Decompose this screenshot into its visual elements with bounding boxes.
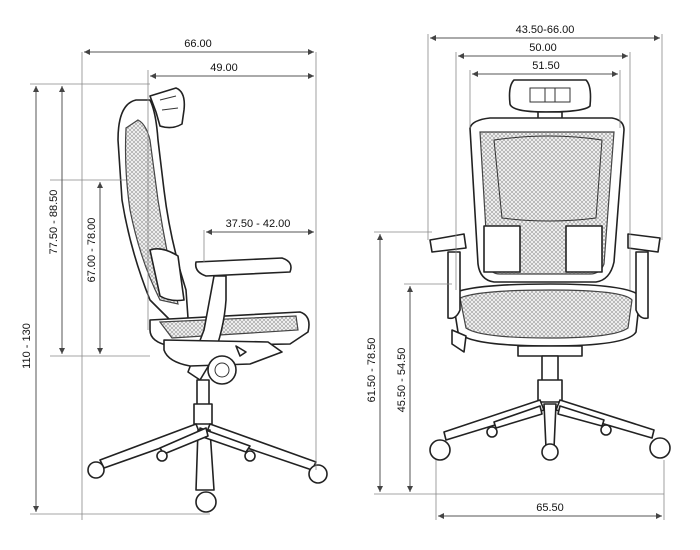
backrest-width-label: 50.00 bbox=[529, 42, 557, 54]
armrest-floor-height-label: 61.50 - 78.50 bbox=[366, 338, 378, 403]
armrest-depth-label: 37.50 - 42.00 bbox=[226, 218, 291, 230]
front-view-chair bbox=[429, 79, 671, 461]
total-height-label: 110 - 130 bbox=[21, 323, 33, 369]
base-diameter-label: 65.50 bbox=[536, 502, 564, 514]
seat-width-label: 51.50 bbox=[532, 60, 560, 72]
armrest-outer-width-label: 43.50-66.00 bbox=[516, 24, 575, 36]
overall-depth-label: 66.00 bbox=[184, 38, 212, 50]
side-dimension-lines bbox=[30, 49, 317, 520]
side-view-chair bbox=[87, 87, 328, 513]
seat-height-label: 45.50 - 54.50 bbox=[396, 348, 408, 413]
armrest-height-label: 67.00 - 78.00 bbox=[86, 218, 98, 283]
seat-depth-label: 49.00 bbox=[210, 62, 238, 74]
front-dimension-lines bbox=[374, 34, 665, 520]
backrest-top-height-label: 77.50 - 88.50 bbox=[48, 190, 60, 255]
